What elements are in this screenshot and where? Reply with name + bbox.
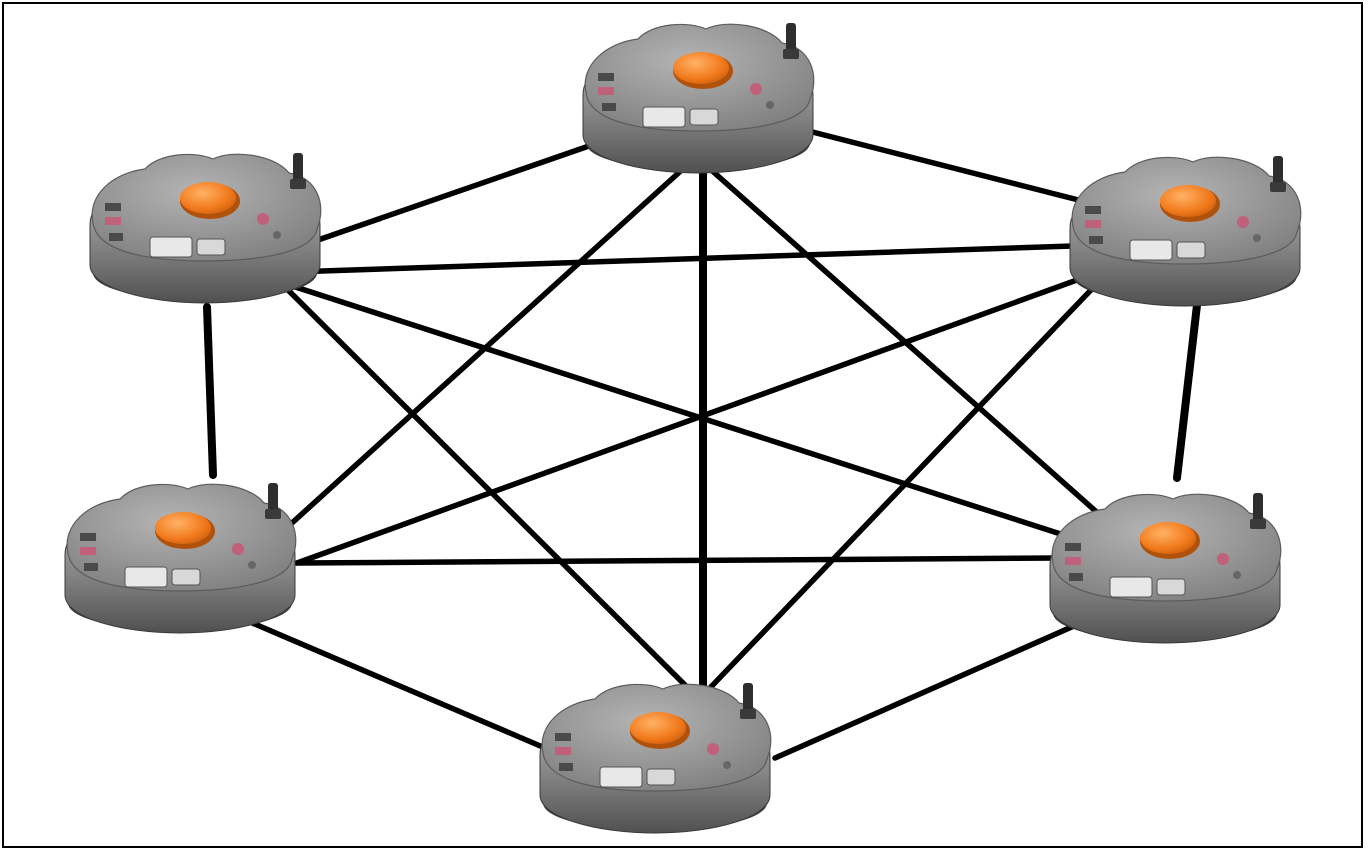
status-led xyxy=(257,213,269,225)
link-n2-n3 xyxy=(292,245,1103,272)
connector-1 xyxy=(555,733,571,741)
sensor-node-icon xyxy=(90,153,321,303)
port-left xyxy=(1110,577,1152,597)
connector-1 xyxy=(598,73,614,81)
connector-3 xyxy=(1069,573,1083,581)
connector-3 xyxy=(1089,236,1103,244)
link-n4-n6 xyxy=(236,616,545,748)
port-right xyxy=(197,239,225,255)
link-n5-n6 xyxy=(775,618,1092,758)
port-right xyxy=(1177,242,1205,258)
connector-3 xyxy=(84,563,98,571)
port-left xyxy=(125,567,167,587)
port-left xyxy=(1130,240,1172,260)
orange-button-icon xyxy=(630,712,686,744)
link-n2-n4 xyxy=(207,307,213,475)
port-left xyxy=(600,767,642,787)
connector-1 xyxy=(80,533,96,541)
sensor-node-icon xyxy=(65,483,296,633)
antenna-base xyxy=(783,49,799,59)
port-left xyxy=(150,237,192,257)
status-led xyxy=(1237,216,1249,228)
status-led xyxy=(750,83,762,95)
sensor-node-icon xyxy=(1050,493,1281,643)
port-left xyxy=(643,107,685,127)
antenna-icon xyxy=(1273,156,1283,186)
antenna-icon xyxy=(293,153,303,183)
sensor-node-icon xyxy=(540,683,771,833)
port-right xyxy=(647,769,675,785)
link-n2-n6 xyxy=(280,282,690,690)
link-n3-n6 xyxy=(708,268,1112,690)
connector-3 xyxy=(109,233,123,241)
port-right xyxy=(172,569,200,585)
antenna-icon xyxy=(786,23,796,53)
antenna-icon xyxy=(268,483,278,513)
link-n1-n5 xyxy=(700,160,1100,515)
connector-2 xyxy=(555,747,571,755)
link-n2-n5 xyxy=(280,282,1073,538)
screw xyxy=(723,761,731,769)
antenna-base xyxy=(1270,182,1286,192)
status-led xyxy=(232,543,244,555)
orange-button-icon xyxy=(155,512,211,544)
link-n4-n5 xyxy=(297,558,1058,563)
connector-1 xyxy=(105,203,121,211)
antenna-icon xyxy=(1253,493,1263,523)
link-n1-n2 xyxy=(318,138,612,240)
link-n1-n3 xyxy=(785,125,1098,205)
status-led xyxy=(1217,553,1229,565)
status-led xyxy=(707,743,719,755)
connector-2 xyxy=(1065,557,1081,565)
connector-2 xyxy=(80,547,96,555)
screw xyxy=(273,231,281,239)
screw xyxy=(1233,571,1241,579)
port-right xyxy=(690,109,718,125)
connector-3 xyxy=(602,103,616,111)
link-n3-n5 xyxy=(1177,305,1197,478)
sensor-node-icon xyxy=(1070,156,1301,306)
nodes-layer xyxy=(65,23,1301,833)
links-layer xyxy=(207,125,1197,758)
orange-button-icon xyxy=(180,182,236,214)
connector-2 xyxy=(1085,220,1101,228)
connector-2 xyxy=(105,217,121,225)
connector-2 xyxy=(598,87,614,95)
screw xyxy=(1253,234,1261,242)
connector-3 xyxy=(559,763,573,771)
port-right xyxy=(1157,579,1185,595)
screw xyxy=(248,561,256,569)
sensor-node-icon xyxy=(583,23,814,173)
antenna-base xyxy=(290,179,306,189)
orange-button-icon xyxy=(1140,522,1196,554)
screw xyxy=(766,101,774,109)
connector-1 xyxy=(1065,543,1081,551)
antenna-base xyxy=(1250,519,1266,529)
antenna-icon xyxy=(743,683,753,713)
connector-1 xyxy=(1085,206,1101,214)
orange-button-icon xyxy=(673,52,729,84)
antenna-base xyxy=(740,709,756,719)
antenna-base xyxy=(265,509,281,519)
orange-button-icon xyxy=(1160,185,1216,217)
